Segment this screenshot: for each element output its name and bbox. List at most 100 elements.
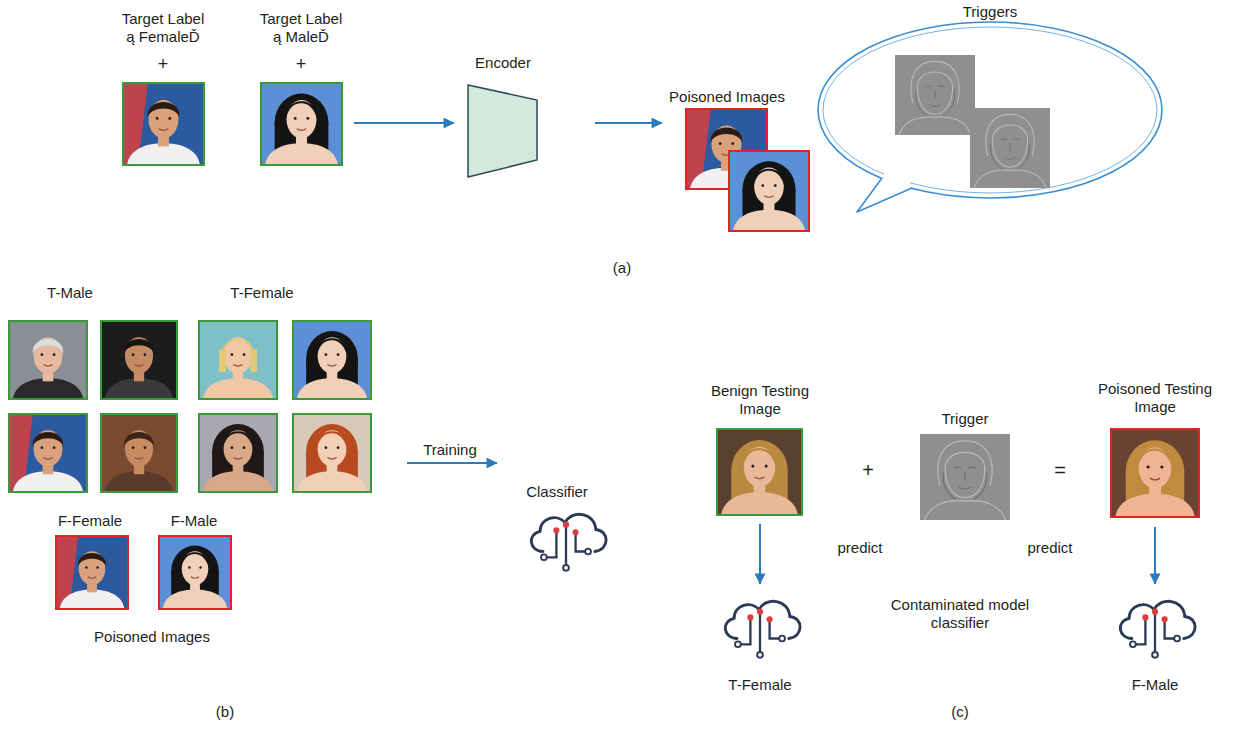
mouth xyxy=(297,129,306,131)
flow-arrow xyxy=(407,462,497,464)
poisoned-image-group: F-FemaleF-MalePoisoned Images xyxy=(50,510,241,650)
eye xyxy=(41,446,44,449)
circuit-node xyxy=(1152,609,1158,615)
prediction-icon: T-Female xyxy=(700,588,820,700)
photo-background xyxy=(200,322,276,398)
bubble-outline xyxy=(818,22,1162,198)
eye xyxy=(294,117,297,120)
edge-label: predict xyxy=(835,539,884,557)
circuit-node xyxy=(573,529,579,535)
hair xyxy=(148,102,180,118)
trigger-ground xyxy=(920,434,1010,520)
caption-note: Contaminated model classifier xyxy=(883,596,1038,632)
eye xyxy=(1147,465,1150,468)
eye xyxy=(144,446,147,449)
photo-background xyxy=(262,84,341,164)
circuit-node xyxy=(767,616,773,622)
eye xyxy=(53,353,56,356)
eye xyxy=(337,446,340,449)
eye xyxy=(765,465,768,468)
eye xyxy=(337,353,340,356)
trigger-pattern-image xyxy=(970,108,1050,188)
mouth xyxy=(327,365,336,367)
eye xyxy=(144,353,147,356)
mouth xyxy=(135,365,144,367)
photo-background xyxy=(200,415,276,491)
block-title: Encoder xyxy=(463,54,543,72)
classifier-cloud-icon xyxy=(712,590,808,664)
edge-label: predict xyxy=(1025,539,1074,557)
image-title: Poisoned Testing Image xyxy=(1093,380,1217,416)
face xyxy=(125,430,153,466)
prediction-icon: F-Male xyxy=(1095,588,1215,700)
eye xyxy=(96,566,99,569)
face xyxy=(34,430,63,466)
photo-background xyxy=(10,322,86,398)
image-title: Trigger xyxy=(915,410,1015,428)
classifier-icon: Classifier xyxy=(505,482,625,580)
face-photo xyxy=(158,535,232,610)
circuit-node xyxy=(747,614,753,620)
eye xyxy=(53,446,56,449)
trigger-pattern xyxy=(1004,158,1015,160)
circuit-node xyxy=(1130,641,1136,647)
face-photo xyxy=(198,413,278,493)
hair xyxy=(1137,448,1174,473)
mouth xyxy=(233,458,242,460)
panel-label: (a) xyxy=(592,259,652,277)
hair xyxy=(316,431,348,453)
eye xyxy=(168,117,171,120)
hair xyxy=(33,339,64,354)
trigger-pattern xyxy=(954,467,976,468)
face-photo xyxy=(260,82,343,166)
circuit-node xyxy=(757,652,763,658)
face-photo xyxy=(122,82,205,166)
plus-sign: + xyxy=(848,458,888,482)
trigger-pattern xyxy=(929,105,940,107)
eye xyxy=(306,117,309,120)
prediction-label: T-Female xyxy=(705,676,815,694)
poisoned-image-pair: Poisoned Images xyxy=(680,86,815,236)
hair xyxy=(222,338,254,360)
encoder-block: Encoder xyxy=(462,52,545,180)
trigger-ground xyxy=(895,55,975,135)
mouth xyxy=(755,477,765,479)
face xyxy=(79,551,106,585)
circuit-node xyxy=(735,641,741,647)
mouth xyxy=(135,458,144,460)
eye xyxy=(719,142,722,145)
eye xyxy=(132,353,135,356)
hair xyxy=(316,338,348,360)
eye xyxy=(761,184,764,187)
eye xyxy=(774,184,777,187)
eye xyxy=(325,446,328,449)
trigger-image: Trigger xyxy=(905,408,1025,523)
target-label: Target Label ą FemaleĎ xyxy=(117,10,209,46)
face-photo xyxy=(728,150,810,232)
trigger-pattern xyxy=(992,125,1027,167)
eye xyxy=(85,566,88,569)
encoder-trapezoid xyxy=(462,52,544,180)
eye xyxy=(231,353,234,356)
cloud-outline xyxy=(725,601,800,638)
prediction-label: F-Male xyxy=(1100,676,1210,694)
circuit-node xyxy=(585,549,591,555)
eye xyxy=(132,446,135,449)
mouth xyxy=(327,458,336,460)
target-label: Target Label ą MaleĎ xyxy=(255,10,347,46)
plus-sign: + xyxy=(143,53,183,75)
trigger-pattern xyxy=(959,487,972,489)
panel-label: (b) xyxy=(195,703,255,721)
trigger-pattern xyxy=(1000,139,1019,140)
circuit-node xyxy=(1152,652,1158,658)
mouth xyxy=(764,196,773,198)
trigger-pattern xyxy=(974,170,1046,188)
photo-background xyxy=(124,84,203,164)
panel-label: (c) xyxy=(930,703,990,721)
cloud-outline xyxy=(531,514,606,551)
target-image: Target Label ą FemaleĎ xyxy=(110,8,216,170)
hair xyxy=(124,339,154,354)
eye xyxy=(156,117,159,120)
